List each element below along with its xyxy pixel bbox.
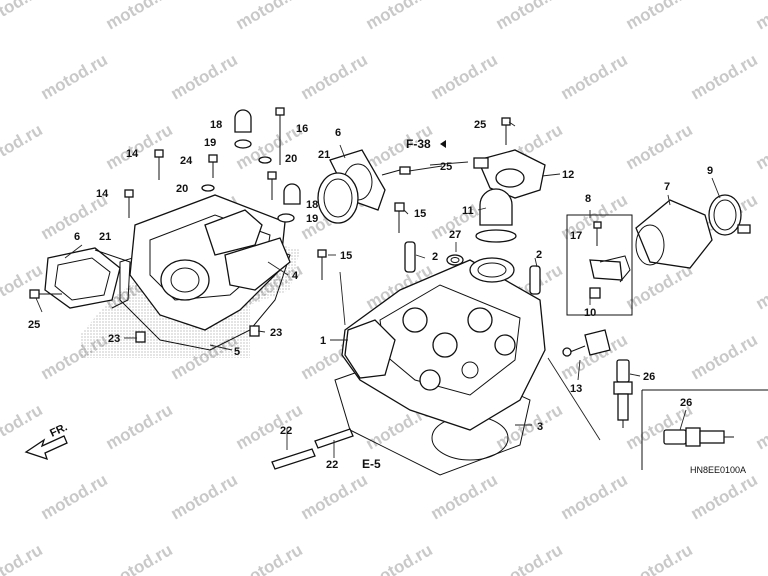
callout-23a: 23 bbox=[108, 333, 120, 345]
thermostat-housing bbox=[473, 117, 546, 243]
callout-17: 17 bbox=[570, 230, 582, 242]
watermark-text: motod.ru bbox=[623, 0, 696, 33]
callout-20b: 20 bbox=[176, 183, 188, 195]
callout-15a: 15 bbox=[414, 208, 426, 220]
callout-22a: 22 bbox=[280, 425, 292, 437]
callout-19b: 19 bbox=[306, 213, 318, 225]
callout-18b: 18 bbox=[306, 199, 318, 211]
callout-14b: 14 bbox=[96, 188, 109, 200]
watermark-text: motod.ru bbox=[103, 0, 176, 33]
leader-lines bbox=[35, 121, 721, 458]
bracket-set bbox=[566, 214, 633, 316]
callout-6b: 6 bbox=[335, 127, 341, 139]
spark-plug-horizontal bbox=[641, 389, 768, 470]
callout-26b: 26 bbox=[680, 397, 692, 409]
callout-10: 10 bbox=[584, 307, 596, 319]
watermark-text: motod.ru bbox=[753, 400, 768, 453]
temp-sensor bbox=[562, 329, 611, 357]
cylinder-head bbox=[334, 257, 546, 476]
callout-14a: 14 bbox=[126, 148, 139, 160]
callout-11: 11 bbox=[462, 205, 474, 217]
callout-18a: 18 bbox=[210, 119, 222, 131]
callout-12: 12 bbox=[562, 169, 574, 181]
watermark-text: motod.ru bbox=[493, 540, 566, 576]
callout-25c: 25 bbox=[474, 119, 486, 131]
callout-15b: 15 bbox=[340, 250, 352, 262]
callout-5: 5 bbox=[234, 346, 240, 358]
front-arrow bbox=[24, 435, 68, 461]
callout-2a: 2 bbox=[432, 251, 438, 263]
watermark-text: motod.ru bbox=[233, 0, 306, 33]
valve-guides bbox=[404, 241, 541, 295]
watermark-text: motod.ru bbox=[688, 330, 761, 383]
callout-22b: 22 bbox=[326, 459, 338, 471]
callout-1: 1 bbox=[320, 335, 326, 347]
callout-19a: 19 bbox=[204, 137, 216, 149]
spark-plug-vertical bbox=[613, 359, 633, 428]
callout-24: 24 bbox=[180, 155, 193, 167]
intake-insulator bbox=[635, 194, 751, 269]
callout-20a: 20 bbox=[285, 153, 297, 165]
watermark-text: motod.ru bbox=[558, 50, 631, 103]
watermark-text: motod.ru bbox=[298, 470, 371, 523]
callout-6a: 6 bbox=[74, 231, 80, 243]
front-direction-label: FR. bbox=[48, 421, 69, 439]
watermark-text: motod.ru bbox=[168, 470, 241, 523]
watermark-text: motod.ru bbox=[428, 470, 501, 523]
watermark-text: motod.ru bbox=[558, 470, 631, 523]
watermark-text: motod.ru bbox=[0, 0, 46, 33]
watermark-text: motod.ru bbox=[623, 540, 696, 576]
callout-13: 13 bbox=[570, 383, 582, 395]
watermark-text: motod.ru bbox=[168, 50, 241, 103]
watermark-text: motod.ru bbox=[233, 540, 306, 576]
watermark-text: motod.ru bbox=[623, 260, 696, 313]
watermark-text: motod.ru bbox=[103, 540, 176, 576]
callout-3: 3 bbox=[537, 421, 543, 433]
reference-f38: F-38 bbox=[406, 137, 431, 151]
cover-plate-left bbox=[44, 247, 131, 309]
studs bbox=[271, 428, 354, 470]
callout-25a: 25 bbox=[28, 319, 40, 331]
diagram-code: HN8EE0100A bbox=[690, 465, 746, 475]
watermark-text: motod.ru bbox=[0, 540, 46, 576]
watermark-text: motod.ru bbox=[363, 0, 436, 33]
watermark-text: motod.ru bbox=[103, 400, 176, 453]
callout-9: 9 bbox=[707, 165, 713, 177]
callout-4: 4 bbox=[292, 270, 299, 282]
reference-e5: E-5 bbox=[362, 457, 381, 471]
callout-16: 16 bbox=[296, 123, 308, 135]
watermark-text: motod.ru bbox=[558, 190, 631, 243]
watermark-text: motod.ru bbox=[753, 0, 768, 33]
cylinder-head-cover bbox=[119, 194, 291, 351]
insulator-group bbox=[317, 149, 411, 280]
reference-f38-arrow bbox=[440, 140, 446, 148]
watermark-text: motod.ru bbox=[38, 470, 111, 523]
watermark-text: motod.ru bbox=[623, 120, 696, 173]
watermark-text: motod.ru bbox=[688, 50, 761, 103]
callout-23b: 23 bbox=[270, 327, 282, 339]
callout-7: 7 bbox=[664, 181, 670, 193]
callout-21a: 21 bbox=[99, 231, 111, 243]
watermark-text: motod.ru bbox=[103, 120, 176, 173]
watermark-text: motod.ru bbox=[0, 120, 46, 173]
watermark-text: motod.ru bbox=[753, 540, 768, 576]
watermark-text: motod.ru bbox=[753, 260, 768, 313]
callout-21b: 21 bbox=[318, 149, 330, 161]
watermark-text: motod.ru bbox=[753, 120, 768, 173]
watermark-text: motod.ru bbox=[298, 50, 371, 103]
watermark-text: motod.ru bbox=[233, 400, 306, 453]
callout-25b: 25 bbox=[440, 161, 452, 173]
callout-2b: 2 bbox=[536, 249, 542, 261]
watermark-text: motod.ru bbox=[363, 540, 436, 576]
callout-26a: 26 bbox=[643, 371, 655, 383]
watermark-text: motod.ru bbox=[493, 0, 566, 33]
callout-27: 27 bbox=[449, 229, 461, 241]
watermark-text: motod.ru bbox=[688, 470, 761, 523]
callout-8: 8 bbox=[585, 193, 591, 205]
callouts: 1 2 2 3 4 5 6 6 7 8 9 10 11 12 13 14 14 … bbox=[28, 119, 713, 471]
watermark-text: motod.ru bbox=[38, 50, 111, 103]
watermark-text: motod.ru bbox=[428, 50, 501, 103]
